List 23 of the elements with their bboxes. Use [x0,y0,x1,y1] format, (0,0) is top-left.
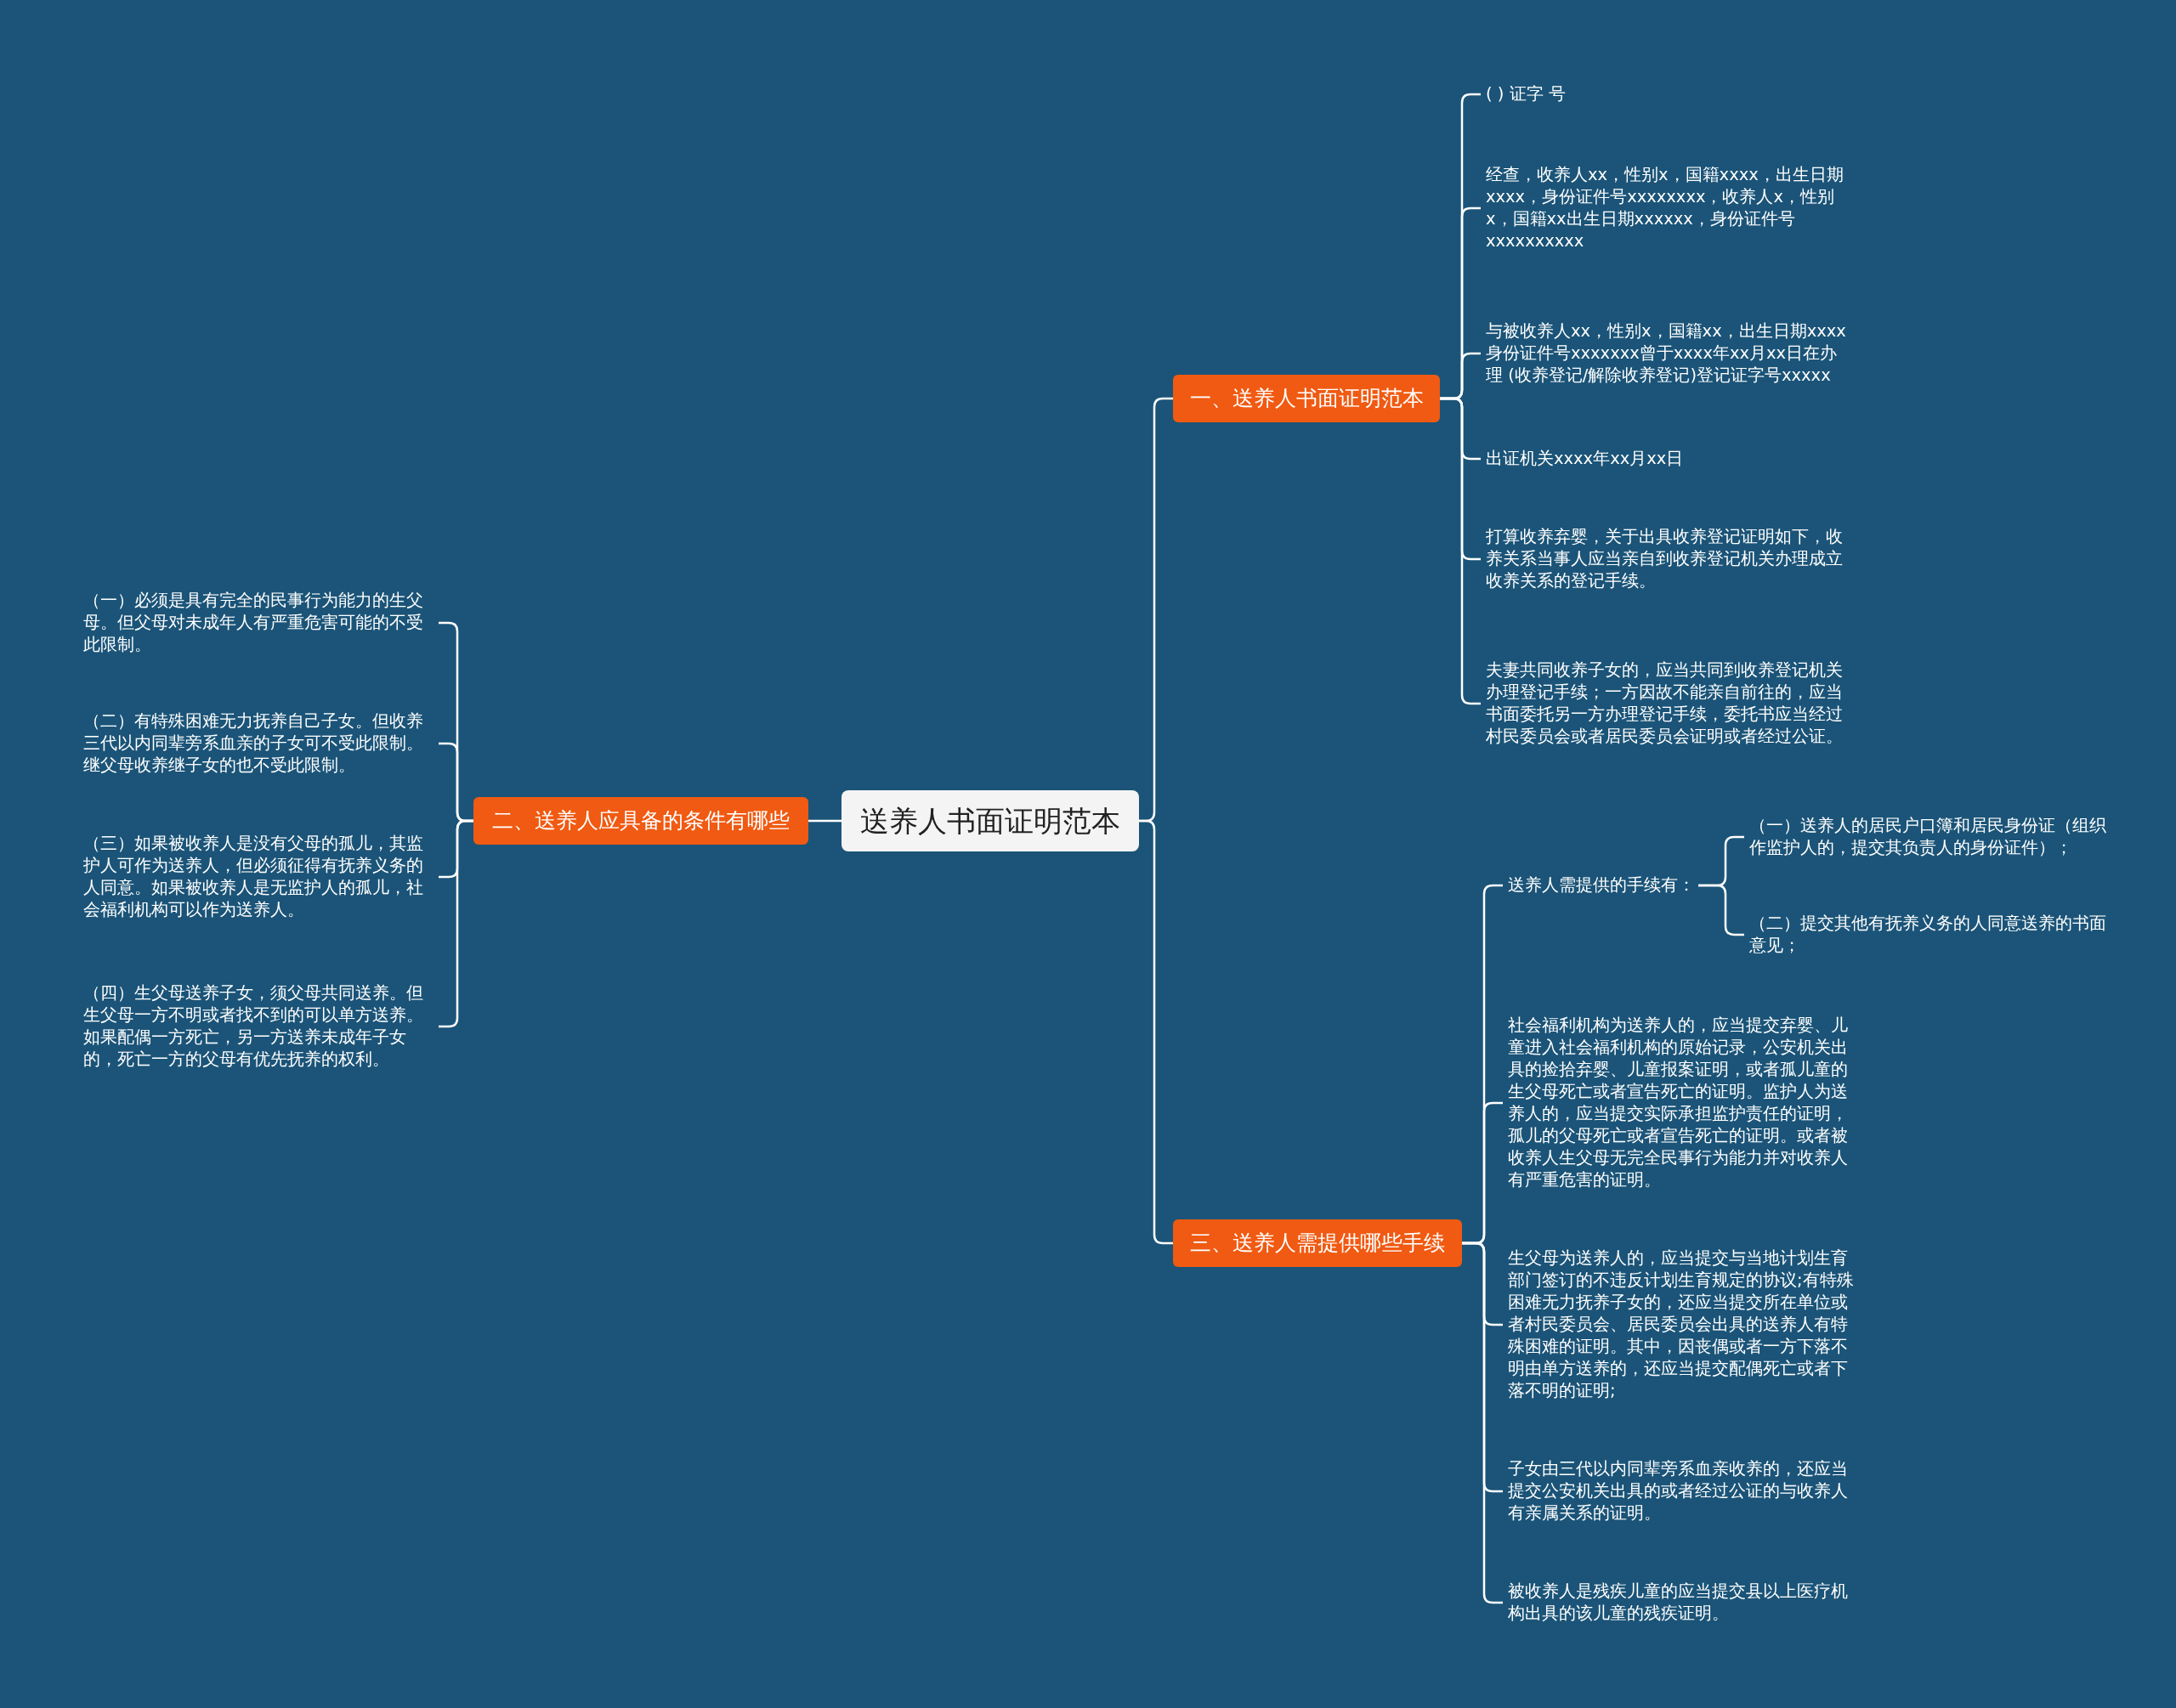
leaf-text: 子女由三代以内同辈旁系血亲收养的，还应当提交公安机关出具的或者经过公证的与收养人有亲属关系的证明。 [1503,1458,1860,1524]
leaf-text: （二）有特殊困难无力抚养自己子女。但收养三代以内同辈旁系血亲的子女可不受此限制。继父母收养继子女的也不受此限制。 [78,710,439,777]
leaf-text: ( ) 证字 号 [1481,83,1846,105]
leaf-text: （一）送养人的居民户口簿和居民身份证（组织作监护人的，提交其负责人的身份证件）； [1744,815,2118,859]
leaf-text: （三）如果被收养人是没有父母的孤儿，其监护人可作为送养人，但必须征得有抚养义务的人同意。如果被收养人是无监护人的孤儿，社会福利机构可以作为送养人。 [78,833,439,921]
leaf-text: 送养人需提供的手续有： [1503,874,1698,896]
connector-line [1139,819,1173,1245]
branch-topic: 一、送养人书面证明范本 [1173,375,1440,422]
leaf-text: 被收养人是残疾儿童的应当提交县以上医疗机构出具的该儿童的残疾证明。 [1503,1581,1860,1625]
leaf-text: （二）提交其他有抚养义务的人同意送养的书面意见； [1744,913,2118,957]
leaf-text: 经查，收养人xx，性别x，国籍xxxx，出生日期xxxx，身份证件号xxxxxxxx，收养人x，性别x，国籍xx出生日期xxxxxx，身份证件号xxxxxxxxxx [1481,164,1846,252]
leaf-text: （四）生父母送养子女，须父母共同送养。但生父母一方不明或者找不到的可以单方送养。如果配偶一方死亡，另一方送养未成年子女的，死亡一方的父母有优先抚养的权利。 [78,982,439,1071]
leaf-text: （一）必须是具有完全的民事行为能力的生父母。但父母对未成年人有严重危害可能的不受此限制。 [78,590,439,656]
central-topic: 送养人书面证明范本 [842,790,1139,851]
connector-line [808,819,842,823]
leaf-text: 打算收养弃婴，关于出具收养登记证明如下，收养关系当事人应当亲自到收养登记机关办理成立收养关系的登记手续。 [1481,526,1846,592]
leaf-text: 出证机关xxxx年xx月xx日 [1481,448,1846,470]
leaf-text: 夫妻共同收养子女的，应当共同到收养登记机关办理登记手续；一方因故不能亲自前往的，应当书面委托另一方办理登记手续，委托书应当经过村民委员会或者居民委员会证明或者经过公证。 [1481,659,1846,748]
branch-topic: 二、送养人应具备的条件有哪些 [473,797,808,845]
leaf-text: 生父母为送养人的，应当提交与当地计划生育部门签订的不违反计划生育规定的协议;有特殊困难无力抚养子女的，还应当提交所在单位或者村民委员会、居民委员会出具的送养人有特殊困难的证明。其中，因丧偶或者一方下落不明由单方送养的，还应当提交配偶死亡或者下落不明的证明; [1503,1247,1860,1402]
branch-topic: 三、送养人需提供哪些手续 [1173,1219,1462,1267]
leaf-text: 与被收养人xx，性别x，国籍xx，出生日期xxxx身份证件号xxxxxxx曾于xxxx年xx月xx日在办理 (收养登记/解除收养登记)登记证字号xxxxx [1481,320,1846,387]
leaf-text: 社会福利机构为送养人的，应当提交弃婴、儿童进入社会福利机构的原始记录，公安机关出具的捡拾弃婴、儿童报案证明，或者孤儿童的生父母死亡或者宣告死亡的证明。监护人为送养人的，应当提交实际承担监护责任的证明，孤儿的父母死亡或者宣告死亡的证明。或者被收养人生父母无完全民事行为能力并对收养人有严重危害的证明。 [1503,1015,1860,1191]
